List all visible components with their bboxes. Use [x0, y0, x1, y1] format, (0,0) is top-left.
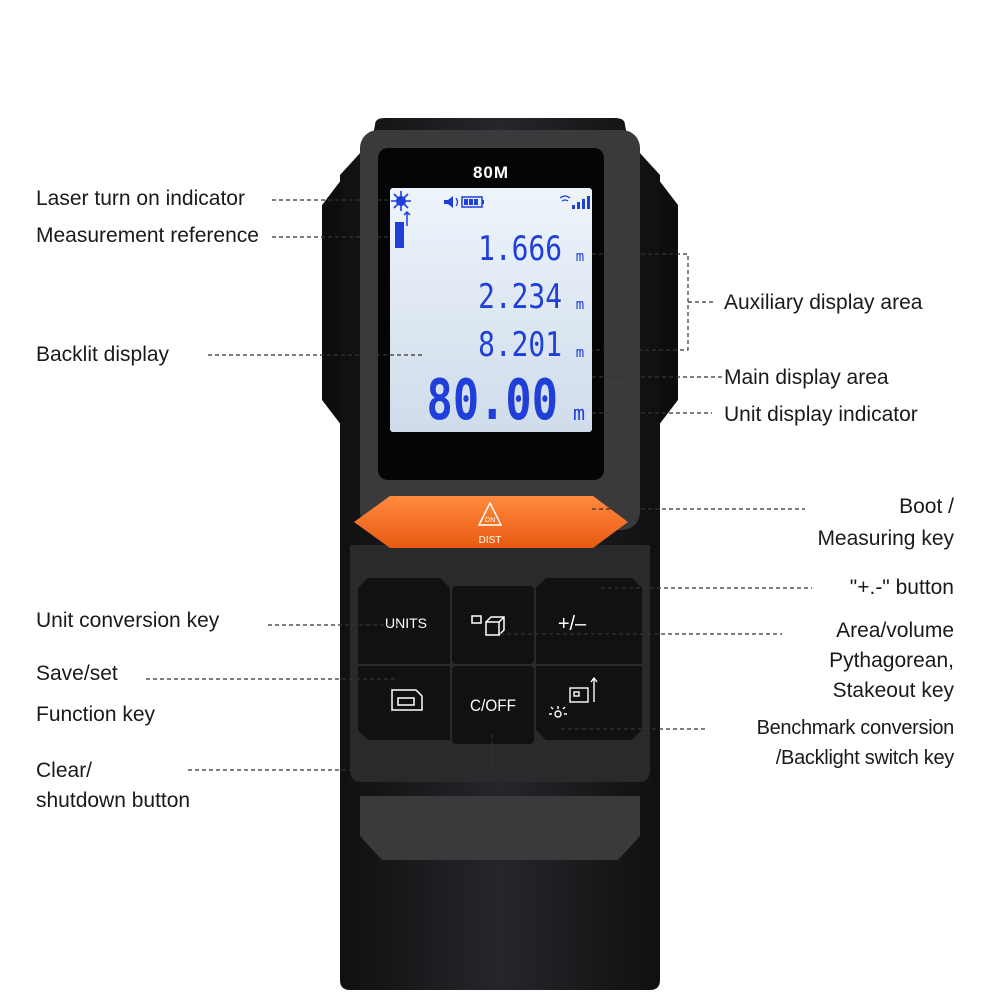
aux-unit-1: m [576, 249, 584, 265]
signal-icon [559, 195, 590, 209]
clear-off-key[interactable] [452, 666, 534, 744]
auxiliary-display-label: Auxiliary display area [724, 291, 923, 314]
measurement-reference-icon [395, 210, 411, 248]
save-icon [391, 689, 423, 711]
aux-reading-1: 1.666 [478, 229, 562, 268]
units-key[interactable] [358, 578, 450, 664]
left-bumper [322, 175, 345, 430]
boot-label-line1: Boot / [899, 495, 954, 518]
bottom-cap [360, 796, 640, 860]
measure-key-top: ON [485, 517, 496, 524]
plus-minus-label: "+.-" button [849, 576, 954, 599]
benchmark-backlight-icon [549, 676, 598, 718]
main-unit: m [573, 401, 585, 425]
model-label: 80M [473, 163, 509, 182]
main-display-label: Main display area [724, 366, 889, 389]
boot-label-line2: Measuring key [817, 527, 954, 550]
area-volume-key[interactable] [452, 586, 534, 664]
aux-reading-3: 8.201 [478, 325, 562, 364]
backlit-display-label: Backlit display [36, 343, 170, 366]
benchmark-label-line1: Benchmark conversion [756, 717, 955, 739]
plus-minus-key[interactable] [536, 578, 642, 664]
save-set-label: Save/set [36, 662, 118, 685]
unit-conversion-label: Unit conversion key [36, 609, 220, 632]
save-set-key[interactable] [358, 666, 450, 740]
aux-reading-2: 2.234 [478, 277, 562, 316]
clear-label-line1: Clear/ [36, 759, 93, 782]
area-label-line2: Pythagorean, [829, 649, 954, 672]
measure-key[interactable]: ON DIST [354, 496, 628, 548]
unit-indicator-label: Unit display indicator [724, 403, 918, 426]
main-reading: 80.00 [427, 367, 558, 433]
laser-warning-icon [477, 501, 503, 526]
units-key-label: UNITS [385, 615, 427, 631]
speaker-icon [444, 196, 459, 208]
measure-key-bottom: DIST [479, 535, 502, 546]
area-label-line1: Area/volume [836, 619, 954, 642]
aux-unit-2: m [576, 297, 584, 313]
area-label-line3: Stakeout key [832, 679, 954, 702]
lcd-screen [390, 188, 592, 432]
callout-lines [146, 199, 812, 771]
plus-minus-key-label: +/‒ [558, 613, 587, 635]
laser-indicator-icon [391, 191, 411, 211]
clear-label-line2: shutdown button [36, 789, 191, 812]
battery-icon [461, 196, 484, 208]
right-bumper [655, 175, 678, 430]
clear-off-key-label: C/OFF [470, 696, 516, 715]
benchmark-label-line2: /Backlight switch key [775, 747, 955, 769]
measurement-reference-label: Measurement reference [36, 224, 259, 247]
function-key-label: Function key [36, 703, 156, 726]
area-volume-icon [471, 615, 505, 636]
laser-indicator-label: Laser turn on indicator [36, 187, 245, 210]
benchmark-key[interactable] [536, 666, 642, 740]
aux-unit-3: m [576, 345, 584, 361]
